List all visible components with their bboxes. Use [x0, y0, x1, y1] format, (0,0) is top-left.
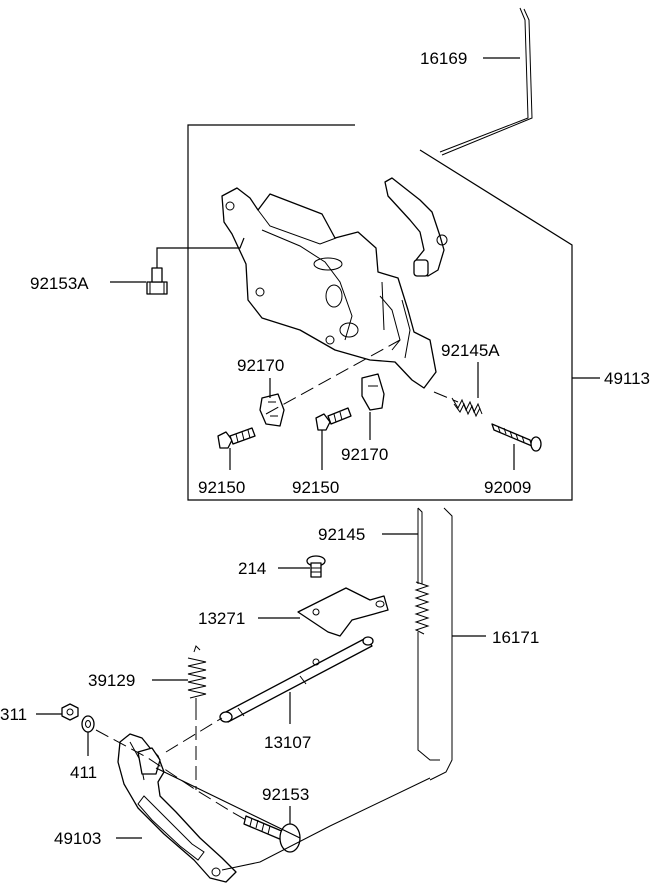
- label-92150-left: 92150: [198, 478, 245, 497]
- label-49113: 49113: [604, 369, 650, 388]
- label-92170-lower: 92170: [341, 445, 388, 464]
- assembly-line-spring: [433, 391, 459, 403]
- label-39129: 39129: [88, 671, 135, 690]
- part-92153A-bolt: [146, 237, 245, 295]
- part-92170-clip-left: [259, 393, 285, 427]
- part-upper-lever: [384, 177, 448, 277]
- label-92150-right: 92150: [292, 478, 339, 497]
- label-16169: 16169: [420, 49, 467, 68]
- part-39129-spring: [187, 645, 207, 706]
- assembly-outline: [187, 124, 573, 501]
- label-92009: 92009: [484, 478, 531, 497]
- label-16171: 16171: [492, 628, 539, 647]
- part-16171-rod: [429, 507, 486, 781]
- part-16169-rod: [439, 7, 533, 156]
- part-13107-shaft: [219, 636, 374, 723]
- label-92153: 92153: [262, 785, 309, 804]
- label-92170-upper: 92170: [237, 356, 284, 375]
- leader-lines: [36, 57, 600, 839]
- link-rod-lower: [155, 767, 301, 839]
- part-311-nut: [61, 703, 79, 721]
- part-49113-control-bracket: [221, 187, 437, 389]
- link-rod-return: [221, 777, 431, 871]
- assembly-line-clip: [265, 339, 401, 415]
- label-411: 411: [70, 763, 97, 782]
- label-13107: 13107: [264, 733, 311, 752]
- part-92145-spring: [414, 507, 440, 761]
- assembly-line-lever: [95, 729, 247, 821]
- part-92150-screw-right: [315, 407, 352, 431]
- label-92145A: 92145A: [441, 341, 500, 360]
- label-92145: 92145: [318, 525, 365, 544]
- part-92150-screw-left: [217, 427, 256, 449]
- label-92153A: 92153A: [30, 274, 89, 293]
- label-311: 311: [0, 705, 27, 724]
- part-13271-plate: [297, 587, 389, 637]
- label-13271: 13271: [198, 609, 245, 628]
- label-214: 214: [238, 559, 266, 578]
- label-49103: 49103: [54, 829, 101, 848]
- part-92009-screw: [491, 423, 542, 452]
- part-49103-lever: [117, 733, 237, 883]
- part-92170-clip-right: [361, 373, 385, 411]
- assembly-line-shaft: [165, 717, 223, 753]
- part-92145A-spring: [451, 397, 483, 418]
- part-411-washer: [81, 715, 95, 733]
- part-214-bolt: [306, 555, 326, 578]
